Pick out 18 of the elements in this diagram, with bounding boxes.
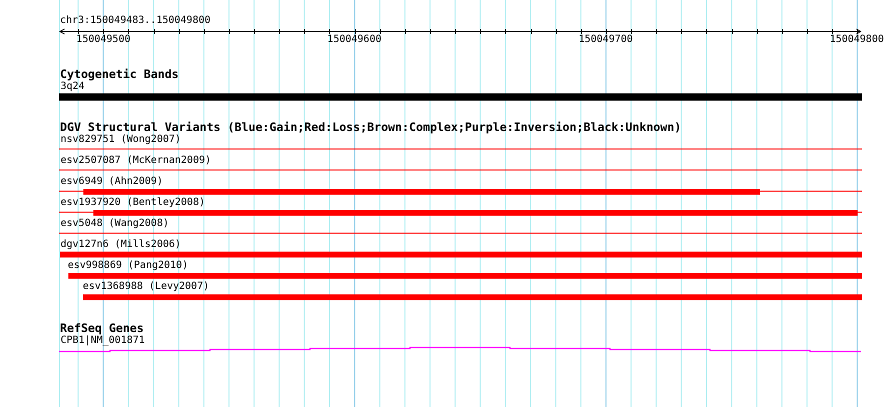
- variant-label: nsv829751 (Wong2007): [60, 134, 181, 146]
- band-name: 3q24: [60, 81, 85, 93]
- tick-label: 150049800: [830, 34, 884, 46]
- tick-label: 150049500: [76, 34, 130, 46]
- variant-label: esv1368988 (Levy2007): [82, 281, 210, 293]
- variant-label: dgv127n6 (Mills2006): [60, 239, 181, 251]
- tick-label: 150049700: [578, 34, 633, 46]
- variant-label: esv6949 (Ahn2009): [60, 176, 163, 188]
- tick-label: 150049600: [327, 34, 382, 46]
- variant-label: esv2507087 (McKernan2009): [60, 155, 212, 167]
- track-title: Cytogenetic Bands: [60, 68, 179, 80]
- variant-label: esv1937920 (Bentley2008): [60, 197, 205, 209]
- gene-label: CPB1|NM_001871: [60, 335, 145, 347]
- track-title: RefSeq Genes: [60, 322, 144, 334]
- region-coordinates: chr3:150049483..150049800: [60, 15, 211, 27]
- variant-label: esv5048 (Wang2008): [60, 218, 169, 230]
- variant-label: esv998869 (Pang2010): [68, 260, 188, 272]
- track-title: DGV Structural Variants (Blue:Gain;Red:Loss;Brown:Complex;Purple:Inversion;Black:Unknown): [60, 121, 682, 134]
